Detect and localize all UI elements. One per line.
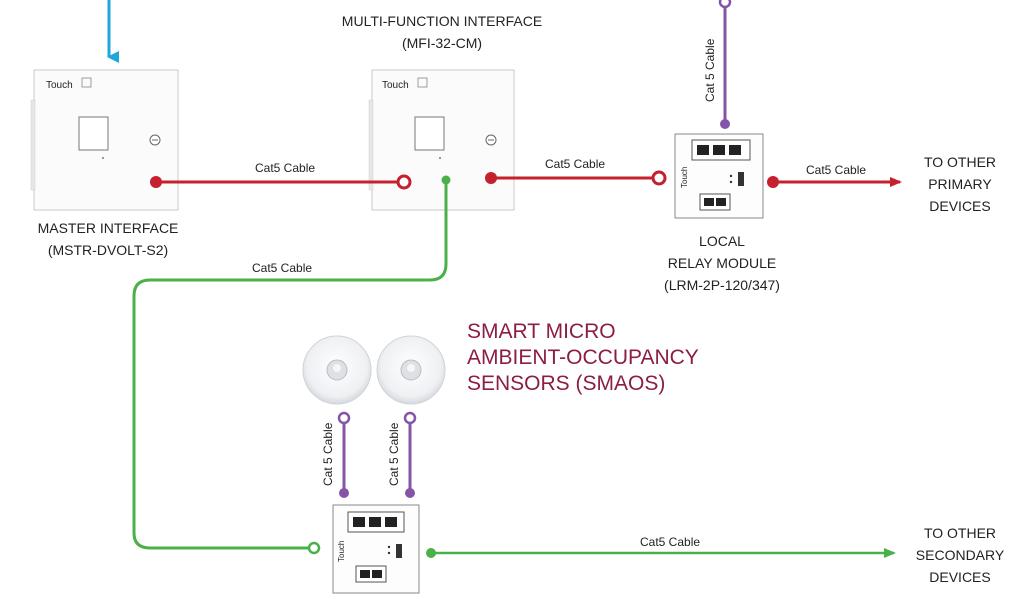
smaos-title-line1: SMART MICRO (467, 320, 616, 343)
lrm2-logo: Touch (337, 541, 346, 562)
primary-dest-line3: DEVICES (929, 198, 990, 214)
green-cable-mfi-secondary (132, 175, 451, 555)
secondary-relay-module-device: Touch (332, 504, 420, 594)
purple-cable-sensor-left (337, 411, 351, 498)
lrm-label-line2: RELAY MODULE (668, 255, 776, 271)
cable-label-sensor-right: Cat 5 Cable (387, 422, 401, 486)
mfi-name-label: MULTI-FUNCTION INTERFACE (342, 13, 542, 29)
lrm-logo: Touch (680, 167, 689, 188)
cable-label-lrm-other: Cat5 Cable (806, 163, 866, 177)
mfi-model-label: (MFI-32-CM) (402, 35, 482, 51)
lrm-label-line1: LOCAL (699, 233, 745, 249)
cable-label-mfi-lrm: Cat5 Cable (545, 157, 605, 171)
cable-label-lrm-top: Cat 5 Cable (703, 38, 717, 102)
local-relay-module-device: Touch (674, 133, 764, 219)
mfi-logo: Touch (382, 80, 409, 91)
secondary-dest-line2: SECONDARY (916, 547, 1005, 563)
cable-label-master-mfi: Cat5 Cable (255, 161, 315, 175)
red-cable-mfi-lrm (485, 170, 667, 186)
smaos-title-line2: AMBIENT-OCCUPANCY (467, 346, 699, 369)
green-cable-secondary-out (426, 548, 896, 558)
cable-label-mfi-secondary: Cat5 Cable (252, 261, 312, 275)
purple-cable-sensor-right (403, 411, 417, 498)
master-model-label: (MSTR-DVOLT-S2) (48, 242, 168, 258)
occupancy-sensor-right (376, 335, 446, 405)
primary-dest-line1: TO OTHER (924, 154, 996, 170)
master-interface-device: Touch (30, 69, 179, 211)
mfi-device: Touch (368, 69, 515, 211)
master-logo: Touch (46, 80, 73, 91)
occupancy-sensor-left (302, 335, 372, 405)
smaos-title-line3: SENSORS (SMAOS) (467, 372, 665, 395)
primary-dest-line2: PRIMARY (928, 176, 992, 192)
cable-label-secondary-out: Cat5 Cable (640, 535, 700, 549)
master-name-label: MASTER INTERFACE (38, 220, 179, 236)
red-cable-lrm-primary (767, 176, 902, 188)
lrm-model-label: (LRM-2P-120/347) (664, 277, 780, 293)
purple-cable-lrm-top (718, 0, 732, 129)
red-cable-master-mfi (150, 174, 412, 190)
cable-label-sensor-left: Cat 5 Cable (321, 422, 335, 486)
secondary-dest-line3: DEVICES (929, 569, 990, 585)
secondary-dest-line1: TO OTHER (924, 525, 996, 541)
